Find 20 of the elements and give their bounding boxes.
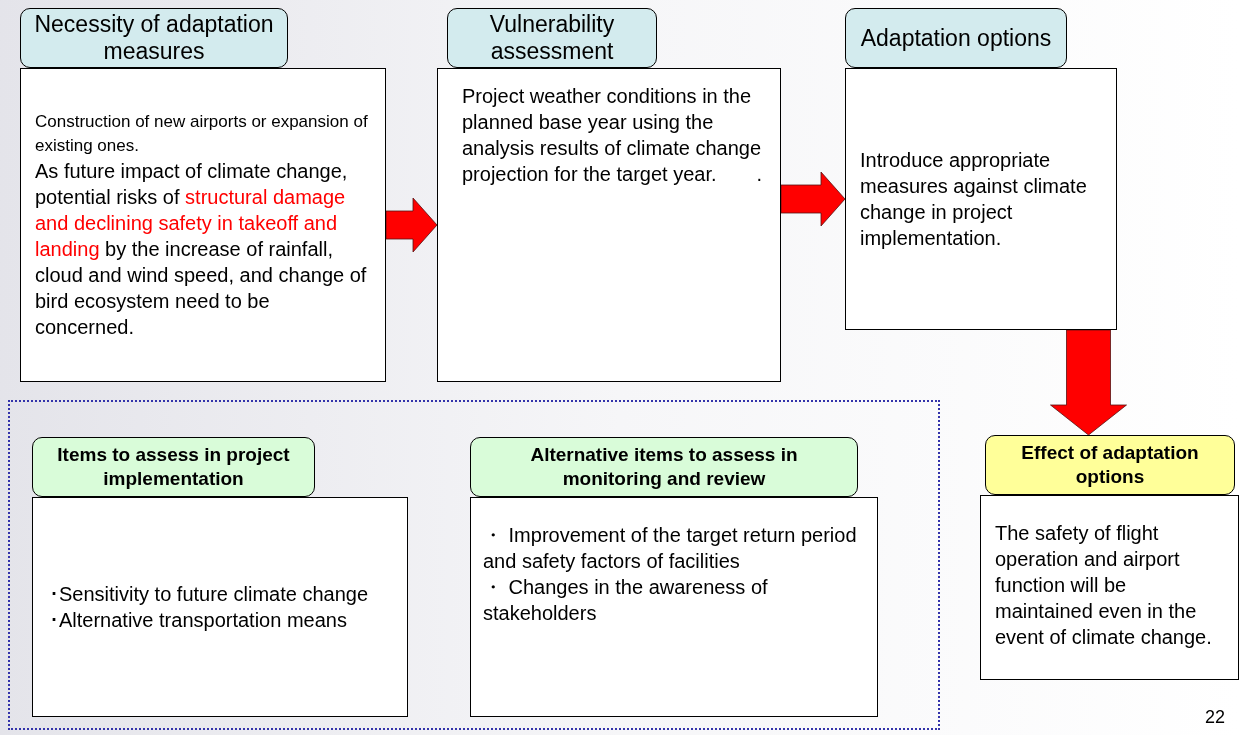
block-arrow xyxy=(780,171,846,227)
title-tab: Vulnerability assessment xyxy=(447,8,657,68)
title-tab: Adaptation options xyxy=(845,8,1067,68)
block-arrow xyxy=(1050,329,1127,436)
title-tab: Items to assess in project implementation xyxy=(32,437,315,497)
body-text: As future impact of climate change, potential risks of structural damage and declining safety in takeoff and landing by the increase of rainfall, cloud and wind speed, and change of bird ecosystem need to be concerned. xyxy=(35,159,368,340)
body-text: Introduce appropriate measures against climate change in project implementation. xyxy=(860,148,1088,251)
bullet-item: ・ Improvement of the target return period and safety factors of facilities xyxy=(483,523,858,574)
title-tab: Alternative items to assess in monitoring and review xyxy=(470,437,858,497)
title-tab: Effect of adaptation options xyxy=(985,435,1235,495)
dotted-group-frame xyxy=(8,400,940,730)
page-number: 22 xyxy=(1204,706,1225,729)
bullet-item: ･Alternative transportation means xyxy=(49,608,348,633)
title-tab: Necessity of adaptation measures xyxy=(20,8,288,68)
body-text: Project weather conditions in the planned base year using the analysis results of climate change projection for the target year. . xyxy=(462,84,764,187)
block-arrow xyxy=(385,197,438,253)
body-text: Construction of new airports or expansion of existing ones. xyxy=(35,111,369,157)
bullet-item: ・ Changes in the awareness of stakeholders xyxy=(483,575,769,626)
body-text: The safety of flight operation and airport function will be maintained even in the event of climate change. xyxy=(995,521,1213,650)
bullet-item: ･Sensitivity to future climate change xyxy=(49,582,370,607)
